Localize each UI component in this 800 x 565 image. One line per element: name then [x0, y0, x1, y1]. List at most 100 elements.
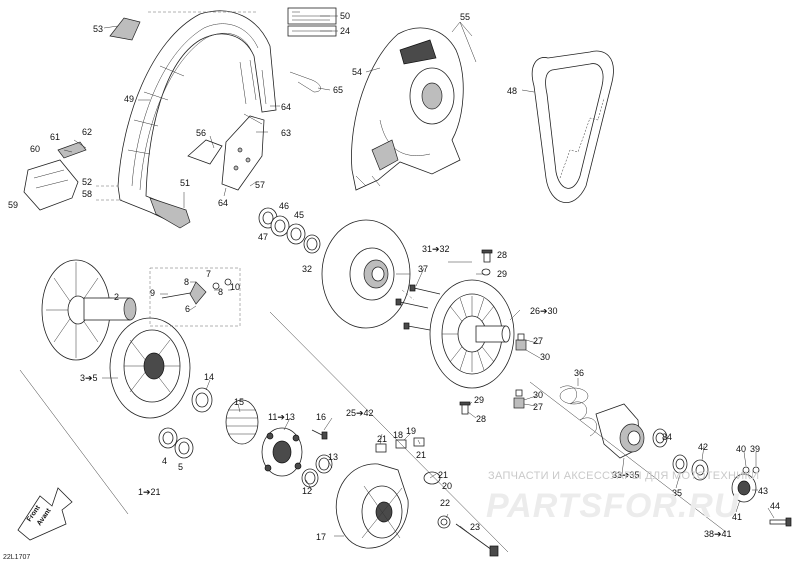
callout-50: 50 [340, 11, 350, 21]
bolt-23 [455, 523, 499, 557]
callout-20: 20 [442, 481, 452, 491]
bushing-5 [174, 437, 194, 459]
callout-64-top: 64 [281, 102, 291, 112]
callout-34: 34 [662, 432, 672, 442]
callout-labels: 53 49 50 24 65 54 55 48 64 63 56 57 64 5… [8, 11, 780, 542]
mount-bracket-58 [23, 159, 79, 211]
screw-28-bottom [459, 401, 471, 415]
support-bracket [221, 113, 265, 191]
callout-19: 19 [406, 426, 416, 436]
callout-14: 14 [204, 372, 214, 382]
bolt-16 [311, 429, 328, 440]
washer-29-top [481, 268, 491, 276]
plate-61 [57, 141, 87, 159]
callout-25-42: 25➔42 [346, 408, 374, 418]
callout-42: 42 [698, 442, 708, 452]
callout-36: 36 [574, 368, 584, 378]
callout-44: 44 [770, 501, 780, 511]
callout-10: 10 [230, 282, 240, 292]
washer-34 [652, 428, 668, 448]
callout-15: 15 [234, 397, 244, 407]
housing-cover [351, 27, 464, 191]
screw-28-top [481, 249, 493, 263]
callout-6: 6 [185, 304, 190, 314]
callout-13: 13 [328, 452, 338, 462]
drive-movable-sheave [109, 317, 191, 419]
callout-1-21: 1➔21 [138, 487, 161, 497]
callout-52: 52 [82, 177, 92, 187]
callout-22: 22 [440, 498, 450, 508]
spider-11 [261, 427, 303, 477]
washer-35 [672, 454, 688, 474]
callout-48: 48 [507, 86, 517, 96]
washer-22 [437, 515, 451, 529]
callout-61: 61 [50, 132, 60, 142]
callout-23: 23 [470, 522, 480, 532]
callout-65: 65 [333, 85, 343, 95]
callout-63: 63 [281, 128, 291, 138]
callout-11-13: 11➔13 [268, 412, 295, 422]
hair-pin-65 [289, 71, 321, 93]
belt-guard [117, 10, 277, 227]
bolt-44 [769, 517, 792, 527]
callout-21-lower: 21 [438, 470, 448, 480]
callout-8-left: 8 [184, 277, 189, 287]
callout-64-bottom: 64 [218, 198, 228, 208]
ring-13 [315, 454, 333, 474]
front-arrow-icon [17, 487, 73, 541]
bracket-51 [149, 197, 191, 229]
callout-39: 39 [750, 444, 760, 454]
callout-62: 62 [82, 127, 92, 137]
callout-8-right: 8 [218, 287, 223, 297]
drive-belt [531, 50, 614, 203]
ring-12 [301, 468, 319, 488]
callout-26-30: 26➔30 [530, 306, 558, 316]
callout-41: 41 [732, 512, 742, 522]
callout-21-left: 21 [377, 434, 387, 444]
callout-29-top: 29 [497, 269, 507, 279]
drive-fixed-sheave [41, 259, 137, 361]
callout-3-5: 3➔5 [80, 373, 98, 383]
callout-18: 18 [393, 430, 403, 440]
callout-9: 9 [150, 288, 155, 298]
callout-2: 2 [114, 292, 119, 302]
callout-32: 32 [302, 264, 312, 274]
callout-58: 58 [82, 189, 92, 199]
spring-36 [559, 385, 597, 437]
end-cap-38 [731, 473, 757, 503]
callout-5: 5 [178, 462, 183, 472]
callout-57: 57 [255, 180, 265, 190]
washer-39-40 [742, 466, 760, 474]
ring-20 [423, 471, 441, 485]
watermark-logo: PARTSFOR.RU [486, 487, 740, 525]
callout-30-top: 30 [540, 352, 550, 362]
callout-56: 56 [196, 128, 206, 138]
clip-53 [109, 17, 141, 41]
callout-54: 54 [352, 67, 362, 77]
callout-29-bottom: 29 [474, 395, 484, 405]
bushing-14 [191, 387, 213, 413]
warning-decal-50 [287, 7, 337, 25]
callout-49: 49 [124, 94, 134, 104]
callout-55: 55 [460, 12, 470, 22]
spring-15 [225, 399, 259, 445]
callout-16: 16 [316, 412, 326, 422]
callout-45: 45 [294, 210, 304, 220]
cam-33 [595, 403, 645, 459]
callout-28-top: 28 [497, 250, 507, 260]
reference-lines [19, 11, 727, 553]
slider-shoe-top [515, 333, 527, 351]
callout-27-bottom: 27 [533, 402, 543, 412]
callout-53: 53 [93, 24, 103, 34]
lever-assembly [149, 267, 241, 327]
bolts-37 [395, 284, 441, 331]
callout-28-bottom: 28 [476, 414, 486, 424]
callout-31-32: 31➔32 [422, 244, 450, 254]
callout-59: 59 [8, 200, 18, 210]
callout-40: 40 [736, 444, 746, 454]
callout-38-41: 38➔41 [704, 529, 732, 539]
driven-sliding-sheave [321, 219, 411, 329]
leader-lines [63, 15, 775, 537]
